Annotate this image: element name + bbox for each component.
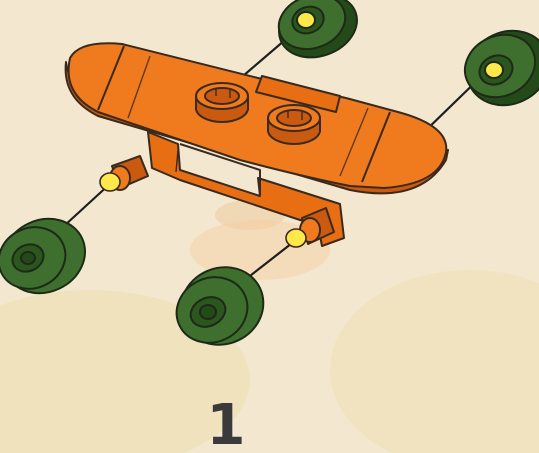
deck-stud-left	[196, 83, 248, 122]
axle-pin-back-right	[286, 229, 306, 247]
axle-pin-back-left	[100, 173, 120, 191]
deck-stud-right	[268, 105, 320, 144]
step-number: 1	[196, 396, 256, 453]
